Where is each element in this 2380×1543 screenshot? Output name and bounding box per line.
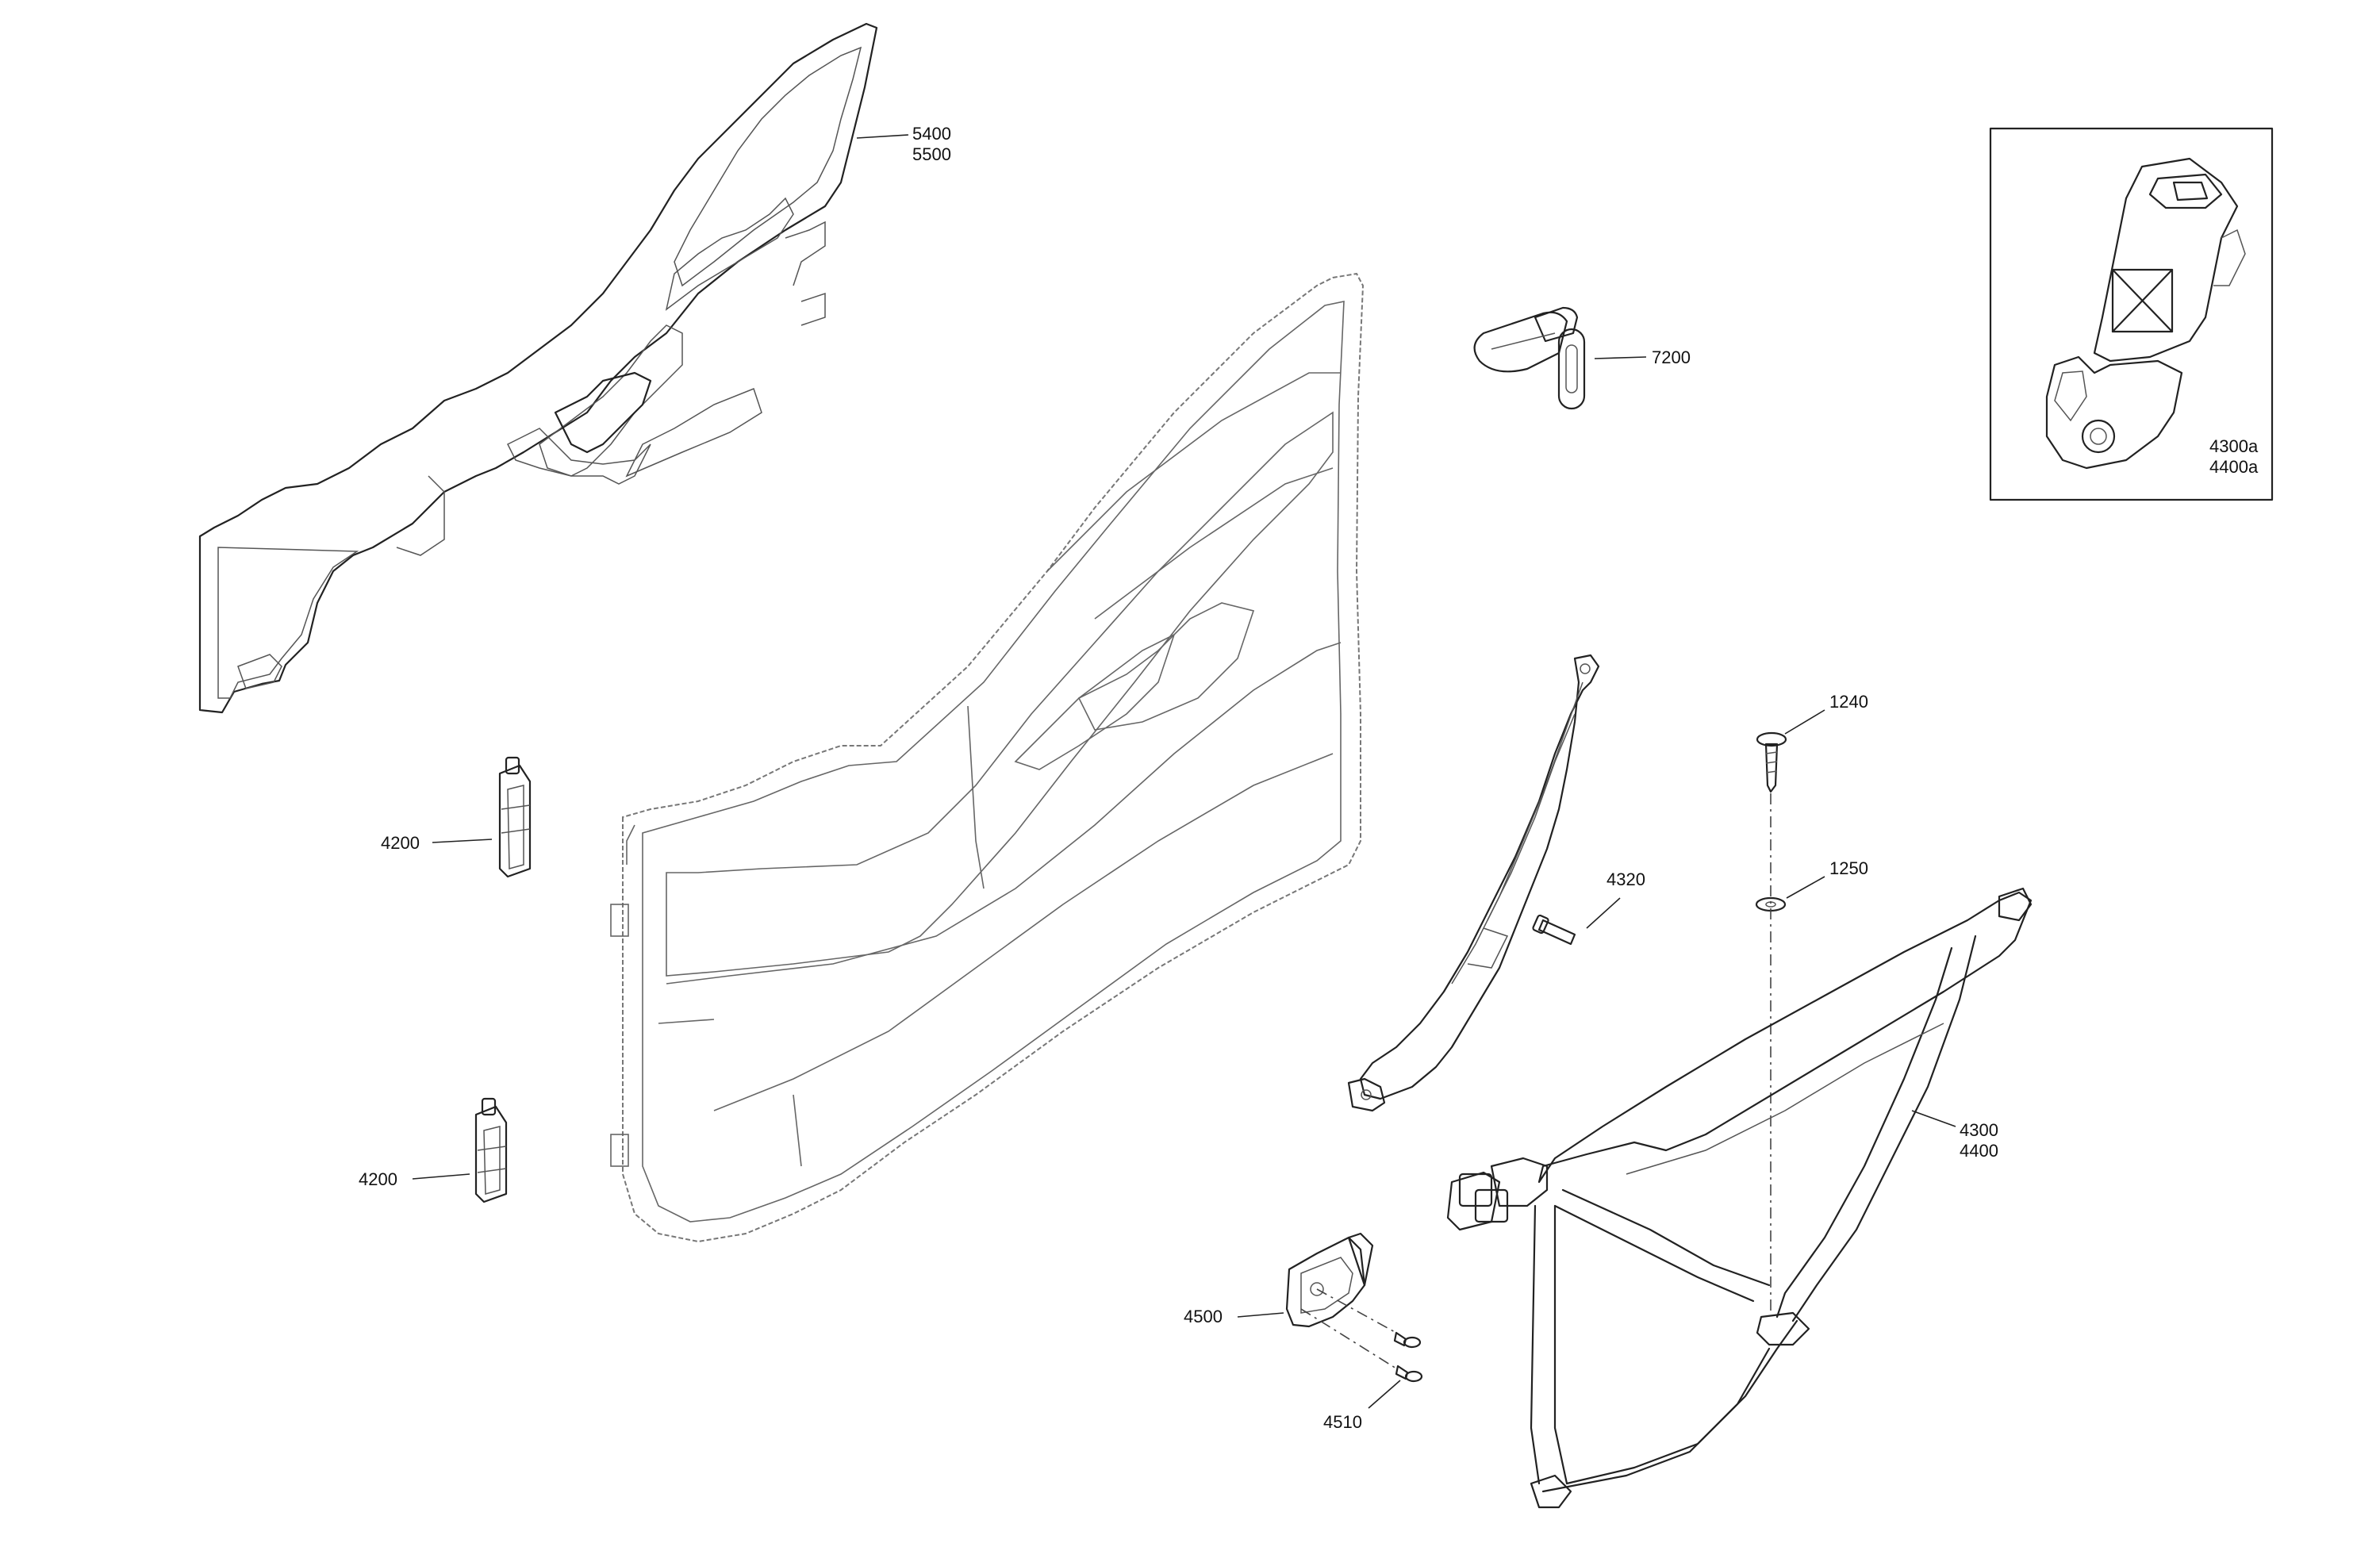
- screw-axis-upper: [1316, 1288, 1397, 1334]
- label-5500: 5500: [912, 144, 951, 164]
- screw-axis-lower: [1300, 1308, 1397, 1369]
- label-4510: 4510: [1323, 1412, 1362, 1432]
- leader-4300: [1911, 1110, 1956, 1127]
- screw-4510-b: [1395, 1365, 1423, 1383]
- pin-4320: [1532, 914, 1576, 946]
- label-4400a: 4400a: [2209, 457, 2259, 477]
- clip-7200: [1473, 306, 1586, 410]
- leader-4500: [1237, 1312, 1284, 1318]
- label-7200: 7200: [1652, 347, 1691, 367]
- door-shell: [610, 272, 1365, 1243]
- leader-1240: [1784, 709, 1825, 735]
- inset-strap-detail: [1989, 127, 2274, 501]
- inner-door-panel-5400-5500: [198, 22, 878, 714]
- label-5400: 5400: [912, 124, 951, 144]
- label-4400: 4400: [1960, 1141, 1998, 1161]
- leader-5400: [856, 134, 909, 139]
- leader-7200: [1594, 356, 1647, 359]
- leader-1250: [1786, 876, 1825, 899]
- label-4200-top: 4200: [381, 833, 420, 853]
- label-4300: 4300: [1960, 1120, 1998, 1140]
- label-4320: 4320: [1606, 869, 1645, 889]
- leader-4320: [1586, 897, 1621, 929]
- screw-4510-a: [1393, 1331, 1422, 1349]
- hinge-4200-bottom: [474, 1097, 508, 1203]
- hinge-4200-top: [498, 756, 532, 878]
- label-4500: 4500: [1184, 1307, 1223, 1326]
- strap-net-4300-4400: [1446, 887, 2033, 1509]
- label-1240: 1240: [1829, 692, 1868, 712]
- belt-strap-4320-assembly: [1347, 654, 1600, 1112]
- leader-4200-bottom: [412, 1173, 470, 1180]
- leader-4510: [1368, 1380, 1401, 1409]
- label-4200-bottom: 4200: [359, 1169, 397, 1189]
- label-1250: 1250: [1829, 858, 1868, 878]
- screw-1240: [1756, 731, 1787, 793]
- label-4300a: 4300a: [2209, 436, 2259, 456]
- bracket-4500: [1285, 1232, 1374, 1328]
- leader-4200-top: [432, 839, 493, 843]
